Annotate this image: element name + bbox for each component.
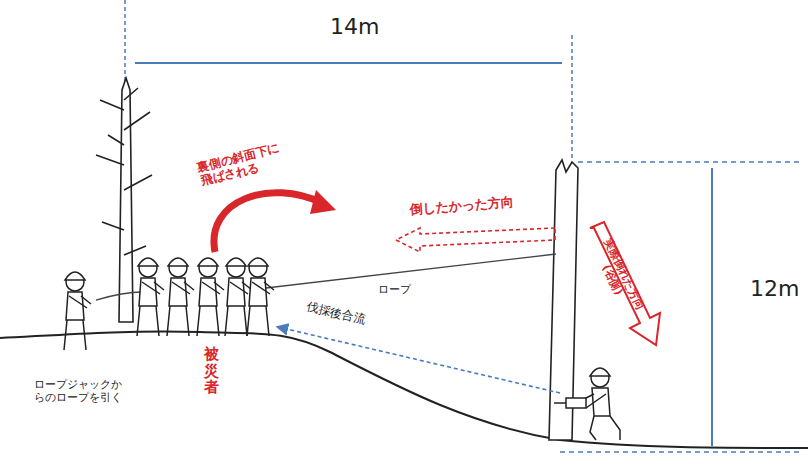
workers <box>64 258 620 440</box>
worker-figure <box>247 258 274 336</box>
dimension-label: 14m <box>330 14 379 40</box>
dashed-guide <box>560 451 800 453</box>
note-text: ロープジャックからのロープを引く <box>34 378 124 404</box>
ground-slope <box>0 332 808 448</box>
intended-direction-arrow <box>396 228 555 252</box>
dimension-lines <box>125 0 800 452</box>
worker-figure <box>64 272 91 350</box>
callout-note: 裏側の斜面下に飛ばされる <box>196 140 288 189</box>
dashed-guide <box>578 161 800 163</box>
dimension-line <box>135 62 562 64</box>
victim-label: 被災者 <box>204 346 219 396</box>
callout-note: 実際倒れた方向 (谷側) <box>589 235 648 319</box>
callout-note: 倒したかった方向 <box>410 194 515 217</box>
rope-jack-line <box>96 292 142 300</box>
thrown-arrow <box>214 193 322 252</box>
thrown-arrow-head <box>310 190 336 214</box>
dashed-guide <box>571 35 573 160</box>
rope-label: ロープ <box>378 283 411 296</box>
dimension-label: 12m <box>750 276 799 302</box>
merge-arrow <box>278 327 560 393</box>
rope <box>266 254 556 288</box>
worker-figure <box>167 258 194 336</box>
dimension-line <box>711 168 713 446</box>
worker-figure <box>137 258 164 336</box>
worker-figure <box>197 258 224 336</box>
dashed-guide <box>124 0 126 82</box>
chainsaw-worker <box>554 368 620 440</box>
route-label: 伐採後合流 <box>305 299 367 327</box>
